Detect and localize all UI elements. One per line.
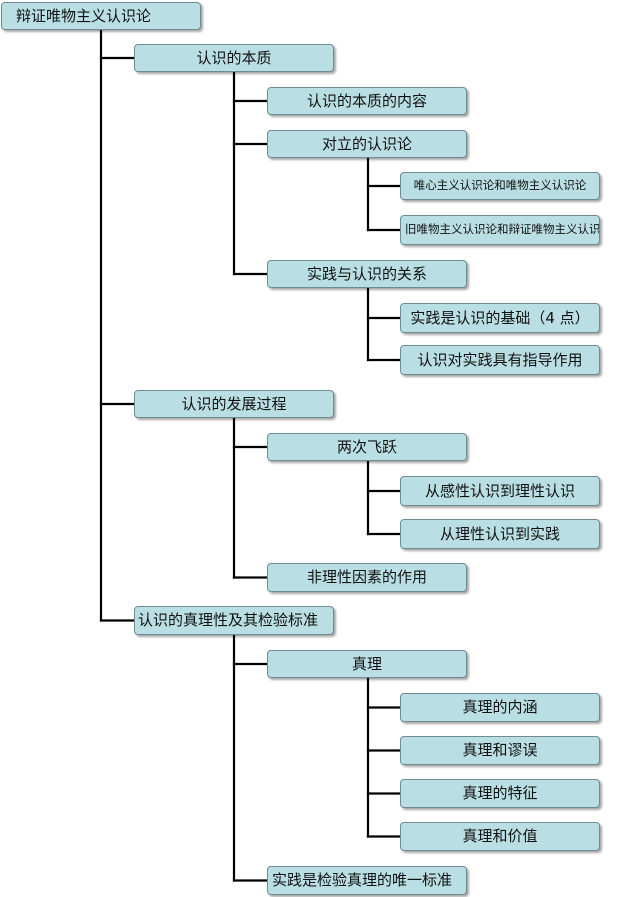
topic-node: 非理性因素的作用 bbox=[267, 563, 467, 592]
section-node-truth: 认识的真理性及其检验标准 bbox=[134, 606, 334, 635]
topic-node: 实践与认识的关系 bbox=[267, 260, 467, 288]
leaf-node: 从理性认识到实践 bbox=[400, 519, 600, 549]
leaf-node: 旧唯物主义认识论和辩证唯物主义认识论 bbox=[400, 215, 600, 245]
leaf-node: 唯心主义认识论和唯物主义认识论 bbox=[400, 172, 600, 200]
topic-node: 对立的认识论 bbox=[267, 130, 467, 158]
root-node: 辩证唯物主义认识论 bbox=[1, 2, 201, 30]
leaf-node: 真理和谬误 bbox=[400, 736, 600, 765]
leaf-node: 从感性认识到理性认识 bbox=[400, 476, 600, 506]
topic-node: 认识的本质的内容 bbox=[267, 87, 467, 115]
leaf-node: 实践是认识的基础（4 点） bbox=[400, 303, 600, 333]
topic-node: 两次飞跃 bbox=[267, 433, 467, 461]
leaf-node: 真理和价值 bbox=[400, 822, 600, 851]
leaf-node: 真理的内涵 bbox=[400, 693, 600, 722]
section-node-essence: 认识的本质 bbox=[134, 44, 334, 72]
topic-node: 真理 bbox=[267, 650, 467, 678]
leaf-node: 真理的特征 bbox=[400, 779, 600, 808]
section-node-development: 认识的发展过程 bbox=[134, 390, 334, 418]
leaf-node: 认识对实践具有指导作用 bbox=[400, 345, 600, 375]
topic-node: 实践是检验真理的唯一标准 bbox=[267, 866, 467, 895]
